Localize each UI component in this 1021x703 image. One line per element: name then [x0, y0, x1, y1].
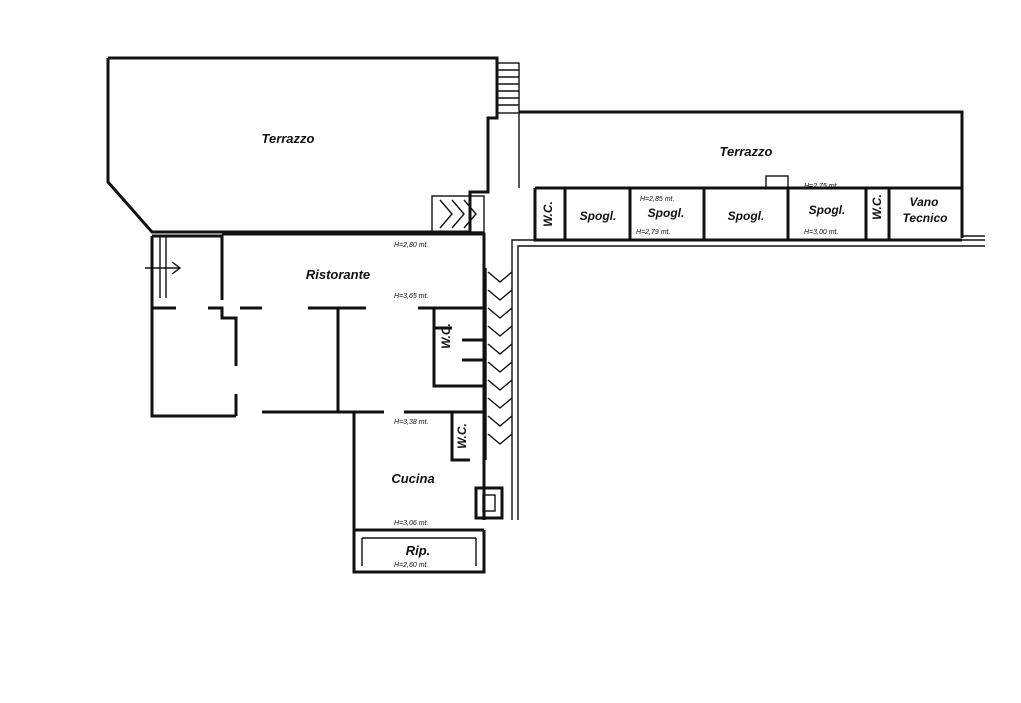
height-cucina-top: H=3,38 mt. — [394, 419, 428, 426]
corridor — [431, 195, 985, 520]
height-spogl-2-top: H=2,85 mt. — [640, 196, 674, 203]
height-cucina-bottom: H=3,06 mt. — [394, 520, 428, 527]
room-label-wc-2: W.C. — [439, 323, 453, 349]
terrace-left — [106, 56, 520, 234]
room-label-terrazzo-right: Terrazzo — [720, 144, 773, 159]
room-label-spogl-1: Spogl. — [580, 209, 617, 223]
room-label-vano-line1: Vano — [910, 195, 939, 209]
room-label-wc-1: W.C. — [541, 201, 555, 227]
terrace-right — [518, 110, 964, 238]
restaurant-block — [145, 232, 504, 574]
room-label-rip: Rip. — [406, 543, 431, 558]
room-label-spogl-2: Spogl. — [648, 206, 685, 220]
room-label-terrazzo-left: Terrazzo — [262, 131, 315, 146]
room-label-spogl-4: Spogl. — [809, 203, 846, 217]
room-label-ristorante: Ristorante — [306, 267, 370, 282]
height-ristorante-top: H=2,80 mt. — [394, 242, 428, 249]
height-rip: H=2,60 mt. — [394, 562, 428, 569]
height-spogl-2-bottom: H=2,79 mt. — [636, 229, 670, 236]
room-label-wc-4: W.C. — [870, 194, 884, 220]
room-label-wc-3: W.C. — [455, 423, 469, 449]
room-label-cucina: Cucina — [391, 471, 434, 486]
height-spogl-4-bottom: H=3,00 mt. — [804, 229, 838, 236]
room-label-vano-line2: Tecnico — [903, 211, 948, 225]
height-ristorante-mid: H=3,65 mt. — [394, 293, 428, 300]
height-spogl-4-top: H=2,75 mt. — [804, 183, 838, 190]
room-label-spogl-3: Spogl. — [728, 209, 765, 223]
